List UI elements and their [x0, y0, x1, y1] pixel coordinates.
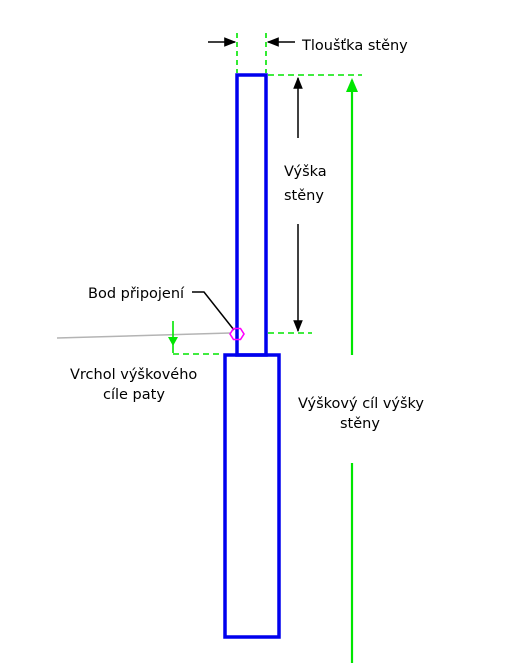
attachment-point-marker: [229, 327, 245, 341]
label-wall-height-1: Výška: [284, 164, 327, 180]
label-attachment-point: Bod připojení: [88, 286, 185, 302]
label-wall-height-2: stěny: [284, 188, 324, 204]
footing-top-arrowhead: [168, 337, 178, 346]
label-footing-top-2: cíle paty: [103, 387, 165, 403]
label-height-target-2: stěny: [340, 416, 380, 432]
height-target-arrowhead: [346, 78, 358, 92]
footing-body: [223, 353, 281, 639]
label-wall-thickness: Tloušťka stěny: [301, 38, 408, 54]
reference-line: [56, 332, 231, 339]
attachment-leader: [192, 291, 235, 331]
label-footing-top-1: Vrchol výškového: [70, 367, 197, 383]
label-height-target-1: Výškový cíl výšky: [298, 396, 424, 412]
wall-body: [235, 73, 268, 357]
